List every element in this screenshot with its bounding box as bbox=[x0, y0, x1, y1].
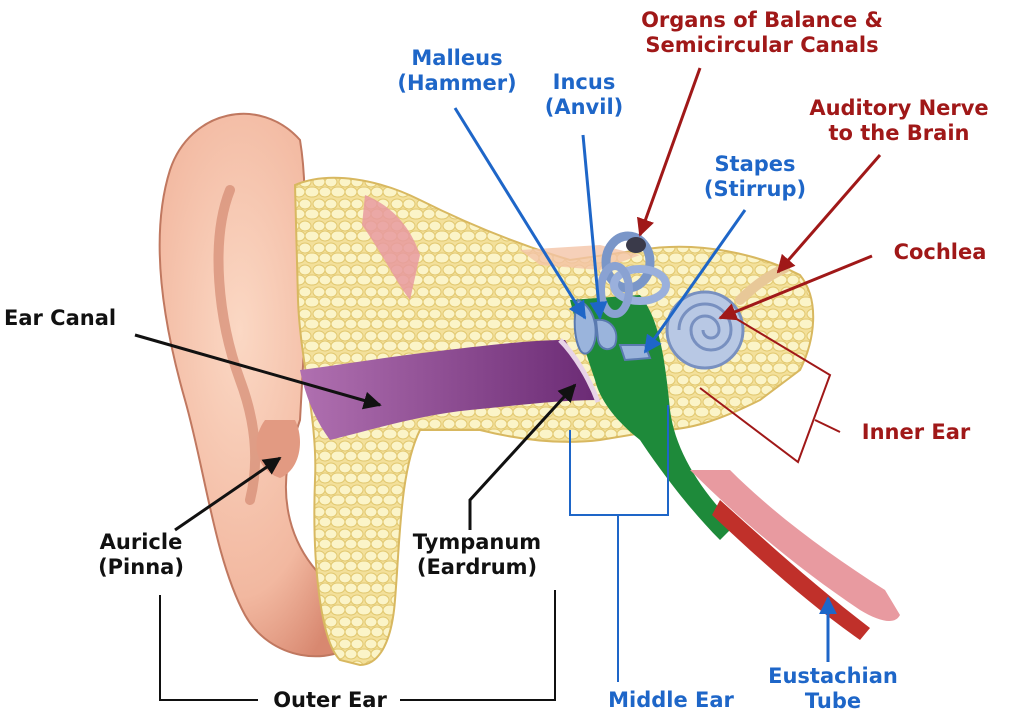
auricle-label: Auricle (Pinna) bbox=[98, 530, 184, 579]
cochlea-label: Cochlea bbox=[893, 240, 987, 264]
muscle-tissue bbox=[362, 195, 420, 300]
middle-ear-bracket bbox=[569, 405, 669, 682]
eustachian-tube-shape bbox=[690, 470, 900, 622]
incus-pointer bbox=[581, 134, 608, 320]
eardrum-shape bbox=[558, 338, 601, 403]
eustachian-label: Eustachian Tube bbox=[768, 664, 898, 713]
malleus-label: Malleus (Hammer) bbox=[397, 46, 517, 95]
auditory-nerve-label: Auditory Nerve to the Brain bbox=[809, 96, 989, 145]
incus-label: Incus (Anvil) bbox=[544, 70, 624, 119]
ear-canal-shape bbox=[300, 340, 600, 440]
tympanum-label: Tympanum (Eardrum) bbox=[412, 530, 542, 579]
ear-canal-pointer bbox=[134, 333, 382, 410]
auricle-pointer bbox=[174, 456, 282, 532]
organs-balance-label: Organs of Balance & Semicircular Canals bbox=[641, 8, 883, 57]
middle-ear-cavity bbox=[570, 295, 735, 540]
malleus-pointer bbox=[453, 107, 587, 320]
auditory-nerve-pointer bbox=[776, 154, 882, 274]
ear-canal-label: Ear Canal bbox=[4, 306, 117, 330]
inner-ear-bracket bbox=[699, 317, 841, 464]
stapes-label: Stapes (Stirrup) bbox=[703, 152, 807, 201]
organs-balance-pointer bbox=[637, 67, 702, 237]
pinna-inner-fold bbox=[213, 185, 261, 505]
inner-ear-label: Inner Ear bbox=[861, 420, 971, 444]
stapes-pointer bbox=[643, 209, 747, 354]
pinna-shape bbox=[158, 113, 362, 658]
tympanum-pointer bbox=[468, 383, 577, 530]
outer-ear-bracket bbox=[159, 590, 556, 701]
middle-ear-label: Middle Ear bbox=[608, 688, 734, 712]
semicircular-canals bbox=[597, 231, 670, 318]
outer-ear-label: Outer Ear bbox=[273, 688, 387, 712]
cochlea-pointer bbox=[718, 254, 873, 321]
